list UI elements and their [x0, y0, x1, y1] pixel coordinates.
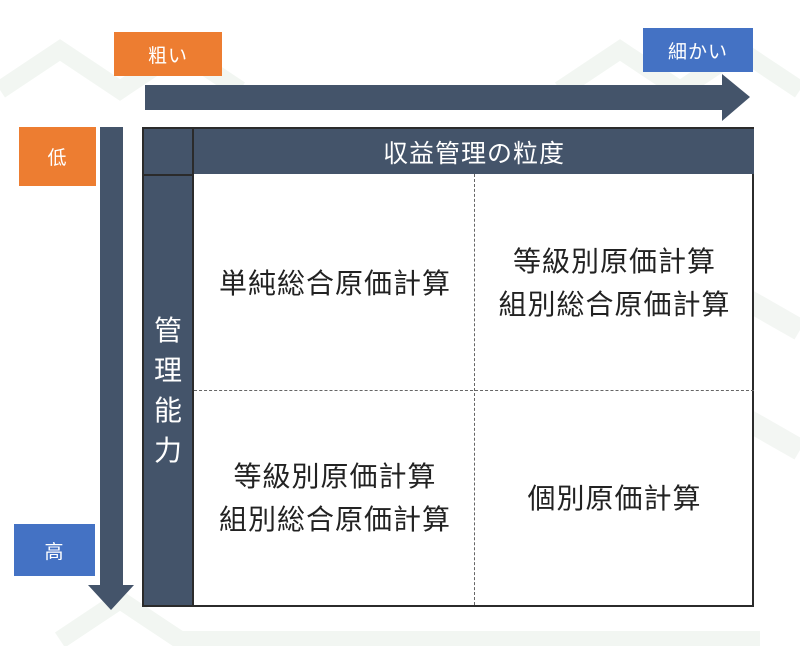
matrix-header: 収益管理の粒度: [194, 129, 754, 174]
capability-low-label: 低: [19, 127, 96, 186]
matrix-corner: [144, 129, 194, 174]
cell-text: 組別総合原価計算: [218, 503, 451, 536]
granularity-coarse-label: 粗い: [114, 32, 222, 76]
cell-text: 組別総合原価計算: [498, 288, 731, 321]
cell-text: 個別原価計算: [527, 481, 702, 515]
capability-high-label: 高: [14, 524, 95, 576]
vertical-divider: [474, 174, 475, 605]
cell-bottom-left: 等級別原価計算 組別総合原価計算: [196, 391, 474, 605]
cell-text: 等級別原価計算: [512, 245, 716, 278]
cell-top-left: 単純総合原価計算: [196, 176, 474, 390]
matrix-table: 収益管理の粒度 管 理 能 力 単純総合原価計算 等級別原価計算 組別総合原価計…: [142, 127, 754, 607]
side-char: 管: [153, 313, 182, 347]
side-char: 力: [153, 433, 182, 467]
side-char: 理: [153, 353, 182, 387]
cell-top-right: 等級別原価計算 組別総合原価計算: [475, 176, 754, 390]
cell-bottom-right: 個別原価計算: [475, 391, 754, 605]
vertical-arrow: [88, 127, 134, 610]
horizontal-arrow: [145, 74, 750, 121]
side-char: 能: [153, 393, 182, 427]
cell-text: 単純総合原価計算: [218, 266, 451, 300]
horizontal-divider: [194, 390, 754, 391]
granularity-fine-label: 細かい: [643, 28, 753, 72]
matrix-side-header: 管 理 能 力: [144, 174, 194, 605]
cell-text: 等級別原価計算: [233, 460, 437, 493]
